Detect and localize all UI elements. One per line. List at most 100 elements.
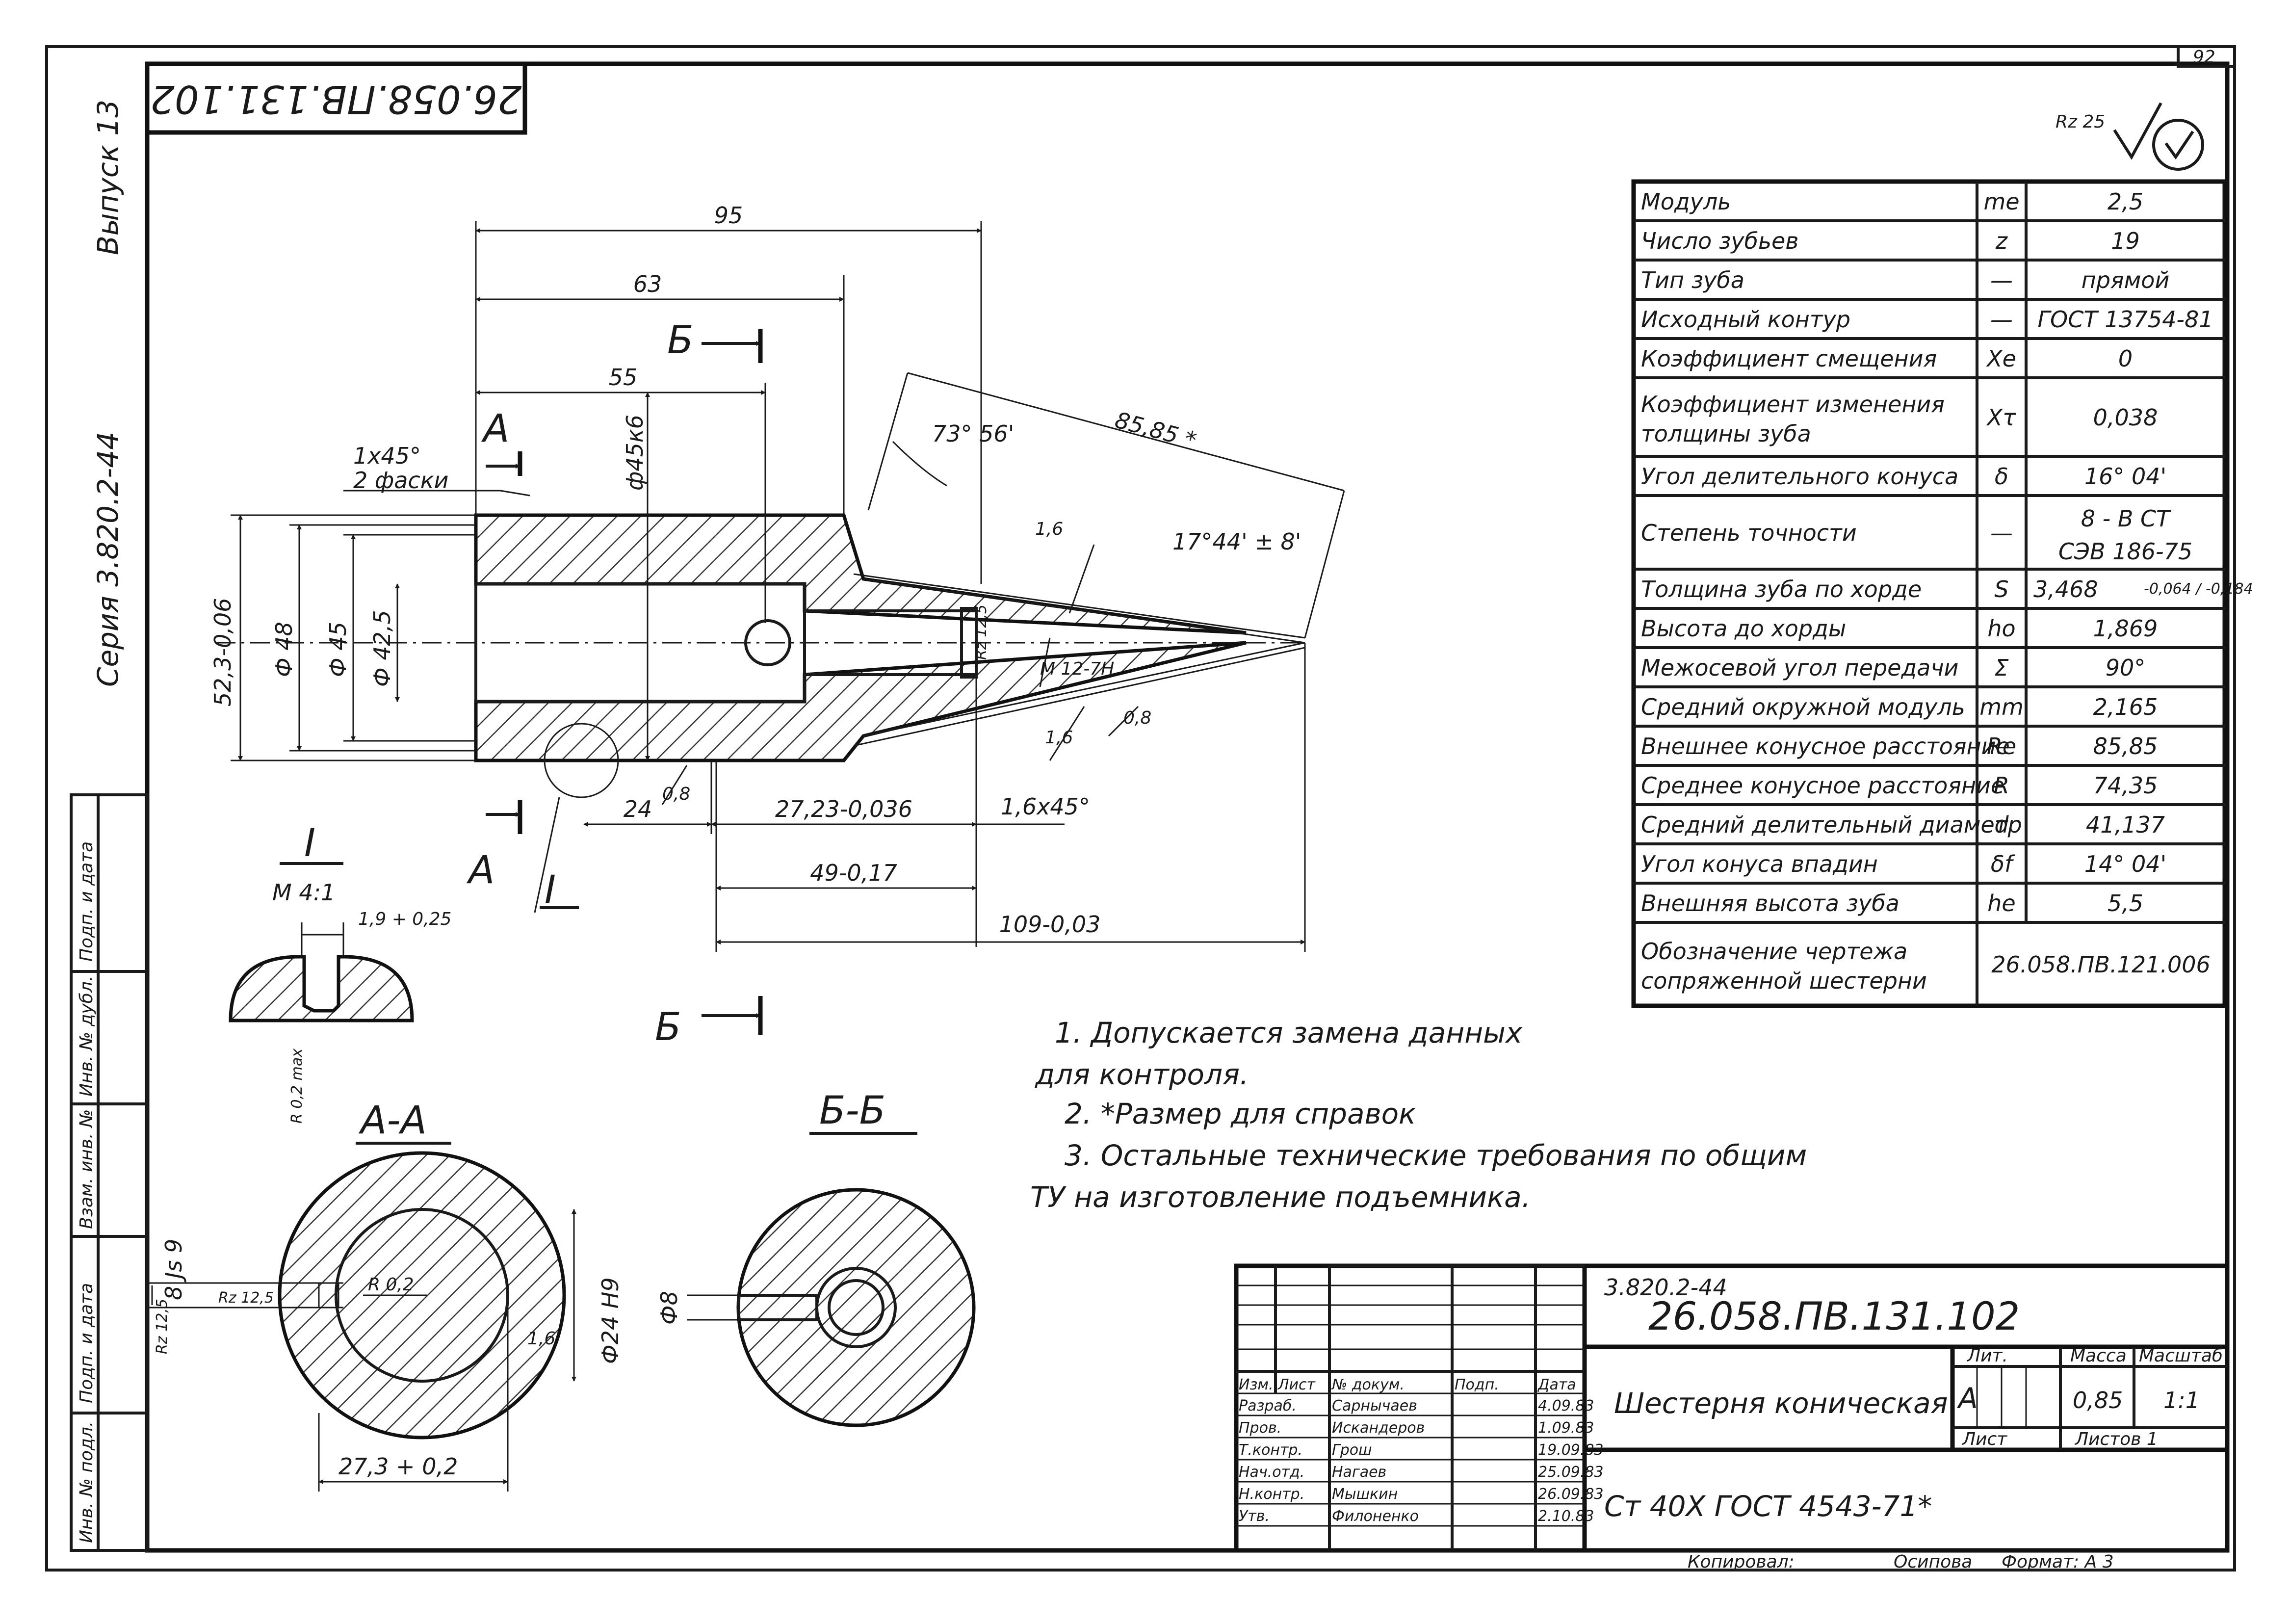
param-symbol: Σ [1994, 655, 2008, 681]
param-value-tolerance: -0,064 / -0,184 [2144, 580, 2253, 598]
param-name-cont: толщины зуба [1641, 420, 1811, 447]
section-aa-rz-a: Rz 12,5 [218, 1289, 274, 1307]
roughness-1-6-bottom: 1,6 [1045, 728, 1073, 748]
param-symbol: ho [1987, 615, 2015, 642]
section-b-top-label: Б [667, 318, 694, 363]
role-person: Нагаев [1332, 1464, 1386, 1481]
dim-chamfer-count: 2 фаски [353, 467, 448, 494]
param-symbol: z [1995, 228, 2008, 254]
param-value: 41,137 [2086, 812, 2165, 838]
param-name: Угол делительного конуса [1641, 463, 1958, 490]
note-1: 1. Допускается замена данных [1055, 1016, 1523, 1049]
note-1-cont: для контроля. [1035, 1058, 1249, 1091]
section-markers: Б Б А А I [466, 318, 763, 1049]
sheet-number-box [2177, 45, 2236, 68]
dim-55: 55 [609, 364, 638, 391]
param-value: ГОСТ 13754-81 [2037, 306, 2213, 333]
roughness-mark: Rz 25 [2056, 102, 2204, 171]
detail-view-scale: М 4:1 [272, 879, 335, 906]
param-name: Число зубьев [1641, 228, 1798, 254]
mirrored-code-box [145, 61, 527, 135]
dim-phi45: Ф 45 [325, 622, 351, 677]
dim-27-23: 27,23-0,036 [775, 796, 912, 822]
dim-49: 49-0,17 [810, 860, 897, 886]
dim-24: 24 [624, 796, 652, 822]
dim-52-3: 52,3-0,06 [209, 598, 236, 707]
detail-profile [229, 955, 414, 1022]
margin-stamp-sign-date-1: Подп. и дата [77, 841, 97, 962]
param-name: Исходный контур [1641, 306, 1850, 333]
detail-circle-I [544, 723, 619, 798]
footer-format: Формат: А 3 [2002, 1552, 2114, 1572]
dim-95: 95 [714, 202, 743, 229]
title-mass-value: 0,85 [2073, 1387, 2123, 1414]
dimension-lines [238, 221, 1345, 952]
param-value: 1,869 [2093, 615, 2158, 642]
param-name-cont: сопряженной шестерни [1641, 968, 1927, 994]
param-symbol: he [1987, 890, 2015, 917]
title-head-date: Дата [1537, 1376, 1576, 1393]
roughness-0-8-right: 0,8 [1123, 708, 1151, 728]
dim-angle-73: 73° 56' [932, 420, 1014, 447]
role-title: Утв. [1239, 1508, 1270, 1525]
role-date: 1.09.83 [1538, 1419, 1594, 1437]
param-symbol: — [1990, 306, 2013, 333]
param-value: 8 - В СТ [2081, 505, 2172, 532]
title-doc-code: 26.058.ПВ.131.102 [1648, 1295, 2020, 1339]
title-lit-value: А [1956, 1382, 1978, 1415]
param-value: прямой [2082, 267, 2170, 293]
param-symbol: δ [1995, 463, 2008, 490]
param-value: 74,35 [2093, 772, 2158, 799]
dim-85-85: 85,85 * [1112, 406, 1199, 453]
dim-angle-17: 17°44' ± 8' [1172, 528, 1301, 555]
detail-view-dim: 1,9 + 0,25 [358, 909, 451, 929]
mirrored-code: 26.058.ПВ.131.102 [150, 77, 521, 121]
param-name: Среднее конусное расстояние [1641, 772, 2004, 799]
title-part-name: Шестерня коническая [1614, 1387, 1948, 1420]
section-aa-27-3: 27,3 + 0,2 [338, 1453, 458, 1480]
section-a-bottom-label: А [466, 848, 494, 892]
param-name: Коэффициент смещения [1641, 345, 1937, 372]
role-title: Разраб. [1239, 1397, 1297, 1414]
note-2: 2. *Размер для справок [1065, 1097, 1416, 1130]
title-head-doc: № докум. [1331, 1376, 1405, 1393]
role-title: Нач.отд. [1239, 1464, 1304, 1481]
section-a-top-label: А [481, 407, 509, 451]
param-value: 90° [2106, 655, 2146, 681]
footer-copier: Осипова [1894, 1552, 1972, 1572]
param-value: 16° 04' [2084, 463, 2166, 490]
param-value: 26.058.ПВ.121.006 [1991, 951, 2211, 978]
role-date: 19.09.83 [1538, 1441, 1604, 1459]
issue-label: Выпуск 13 [91, 100, 125, 255]
footer-copied-label: Копировал: [1688, 1552, 1795, 1572]
detail-i-mark: I [545, 868, 556, 912]
note-3-cont: ТУ на изготовление подъемника. [1030, 1180, 1531, 1214]
title-lit-header: Лит. [1966, 1346, 2008, 1366]
section-bb: Б-Б Ф8 [656, 1089, 976, 1427]
param-symbol: — [1990, 520, 2013, 546]
param-name: Модуль [1641, 188, 1731, 215]
param-name: Угол конуса впадин [1641, 851, 1878, 877]
dim-63: 63 [633, 271, 662, 297]
role-date: 4.09.83 [1538, 1397, 1594, 1414]
param-symbol: Re [1987, 733, 2016, 760]
param-value: 3,468 [2033, 576, 2098, 602]
role-date: 26.09.83 [1538, 1486, 1604, 1503]
margin-stamp-inv-dubl: Инв. № дубл. [77, 976, 97, 1097]
param-value: 14° 04' [2084, 851, 2166, 877]
param-value: 19 [2111, 228, 2140, 254]
gear-body-top [474, 513, 1247, 635]
param-symbol: — [1990, 267, 2013, 293]
param-symbol: Xe [1986, 345, 2016, 372]
gear-main-view [216, 513, 1305, 798]
section-bb-phi8: Ф8 [656, 1291, 682, 1325]
param-symbol: S [1994, 576, 2008, 602]
param-name: Обозначение чертежа [1641, 938, 1907, 965]
note-3: 3. Остальные технические требования по о… [1065, 1139, 1807, 1172]
section-bb-outer [736, 1188, 976, 1427]
title-head-sign: Подп. [1455, 1376, 1499, 1393]
detail-view-radius: R 0,2 max [288, 1048, 306, 1124]
param-value-cont: СЭВ 186-75 [2058, 538, 2192, 565]
param-name: Средний окружной модуль [1641, 694, 1965, 720]
